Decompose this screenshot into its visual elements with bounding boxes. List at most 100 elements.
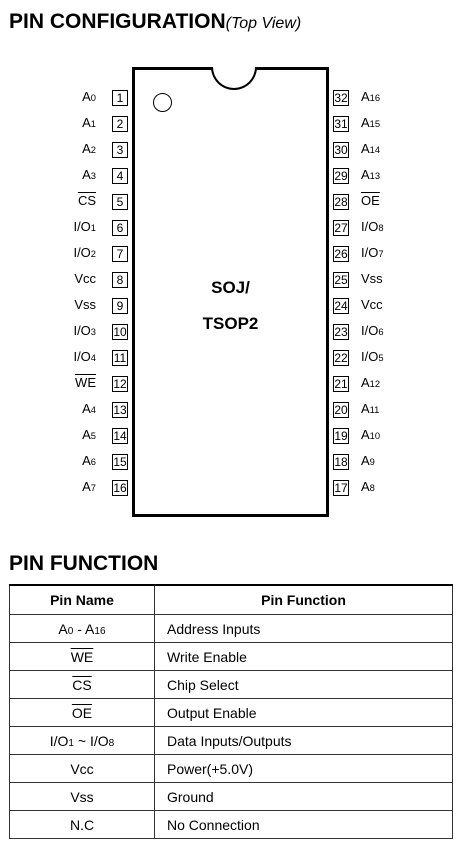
col-header-pin-name: Pin Name (9, 584, 155, 615)
pin-name-text: A (82, 401, 91, 416)
pin-name-subscript: 3 (90, 327, 96, 338)
pin-number-20: 20 (333, 402, 349, 418)
pin-number-30: 30 (333, 142, 349, 158)
pin-number-1: 1 (112, 90, 128, 106)
pin-label-31: A15 (361, 115, 380, 132)
pin-name-text: A (361, 167, 370, 182)
pin-number-12: 12 (112, 376, 128, 392)
pin-number-23: 23 (333, 324, 349, 340)
pin-name-text: Vcc (74, 271, 96, 286)
chip-package-outline: SOJ/ TSOP2 (132, 67, 329, 517)
pin-label-2: A1 (82, 115, 96, 132)
pin-label-6: I/O1 (73, 219, 96, 236)
pin-function-cell: Write Enable (154, 642, 453, 671)
pin-number-21: 21 (333, 376, 349, 392)
pin-label-22: I/O5 (361, 349, 384, 366)
pin-name-subscript: 1 (90, 119, 96, 130)
pin-name-subscript: 0 (90, 93, 96, 104)
pin-name-text: A (82, 115, 91, 130)
pin-name-text: I/O (73, 245, 91, 260)
pin-function-cell: Output Enable (154, 698, 453, 727)
pin-label-29: A13 (361, 167, 380, 184)
pin-number-8: 8 (112, 272, 128, 288)
pin-name-text: OE (361, 193, 380, 208)
pin-label-24: Vcc (361, 297, 383, 313)
pin-label-23: I/O6 (361, 323, 384, 340)
pin-label-32: A16 (361, 89, 380, 106)
package-label-line2: TSOP2 (202, 314, 259, 333)
pin-label-25: Vss (361, 271, 383, 287)
pin-number-18: 18 (333, 454, 349, 470)
package-label-line1: SOJ/ (211, 278, 250, 297)
pin-label-13: A4 (82, 401, 96, 418)
pin-number-14: 14 (112, 428, 128, 444)
pin-name-part: ~ I/O (74, 732, 109, 749)
table-header-row: Pin Name Pin Function (9, 584, 453, 615)
pin-name-part: - A (73, 620, 95, 637)
pin-function-cell: Power(+5.0V) (154, 754, 453, 783)
pin-number-19: 19 (333, 428, 349, 444)
pin-number-22: 22 (333, 350, 349, 366)
pin-label-26: I/O7 (361, 245, 384, 262)
pin-name-subscript: 4 (90, 353, 96, 364)
pin-label-3: A2 (82, 141, 96, 158)
pin-label-10: I/O3 (73, 323, 96, 340)
pin-name-text: A (361, 453, 370, 468)
pin-name-text: I/O (361, 245, 379, 260)
pin-name-part: 1 (68, 738, 75, 749)
pin-number-10: 10 (112, 324, 128, 340)
pin-name-subscript: 8 (369, 483, 375, 494)
pin-label-8: Vcc (74, 271, 96, 287)
pin-label-27: I/O8 (361, 219, 384, 236)
pin-name-text: WE (75, 375, 96, 390)
pin-name-text: A (82, 141, 91, 156)
pin-label-9: Vss (74, 297, 96, 313)
pin-label-19: A10 (361, 427, 380, 444)
pin-name-text: A (361, 115, 370, 130)
pin-function-cell: Address Inputs (154, 614, 453, 643)
pin-number-29: 29 (333, 168, 349, 184)
pin-name-text: A (82, 479, 91, 494)
pin-label-17: A8 (361, 479, 375, 496)
pin-name-text: A (361, 141, 370, 156)
pin-name-cell: WE (9, 642, 155, 671)
pin-name-text: I/O (361, 349, 379, 364)
pin-label-7: I/O2 (73, 245, 96, 262)
pin-name-text: A (361, 89, 370, 104)
pin-name-part: WE (70, 648, 94, 665)
pin-name-cell: CS (9, 670, 155, 699)
pin-name-cell: I/O1 ~ I/O8 (9, 726, 155, 755)
pin-name-subscript: 7 (378, 249, 384, 260)
pin-name-text: A (82, 427, 91, 442)
pin-number-24: 24 (333, 298, 349, 314)
pin-name-subscript: 2 (90, 249, 96, 260)
pin-name-subscript: 6 (90, 457, 96, 468)
pin-name-subscript: 16 (369, 93, 381, 104)
pin-label-14: A5 (82, 427, 96, 444)
pin-name-part: A (58, 620, 68, 637)
pin-name-cell: Vss (9, 782, 155, 811)
pin-name-text: A (82, 167, 91, 182)
pin-number-4: 4 (112, 168, 128, 184)
pin-number-2: 2 (112, 116, 128, 132)
pin-name-text: CS (77, 193, 96, 208)
pin-name-subscript: 14 (369, 145, 381, 156)
pin-name-text: I/O (73, 323, 91, 338)
pin-number-15: 15 (112, 454, 128, 470)
pin-name-text: I/O (361, 323, 379, 338)
pin-name-text: A (361, 401, 370, 416)
pin-name-text: A (82, 453, 91, 468)
pin-number-11: 11 (112, 350, 128, 366)
pin-number-9: 9 (112, 298, 128, 314)
pin-name-text: A (361, 375, 370, 390)
pin-name-subscript: 5 (90, 431, 96, 442)
pin-function-cell: Ground (154, 782, 453, 811)
pin-configuration-title: PIN CONFIGURATION(Top View) (9, 10, 301, 34)
pin-name-subscript: 6 (378, 327, 384, 338)
pin-number-27: 27 (333, 220, 349, 236)
